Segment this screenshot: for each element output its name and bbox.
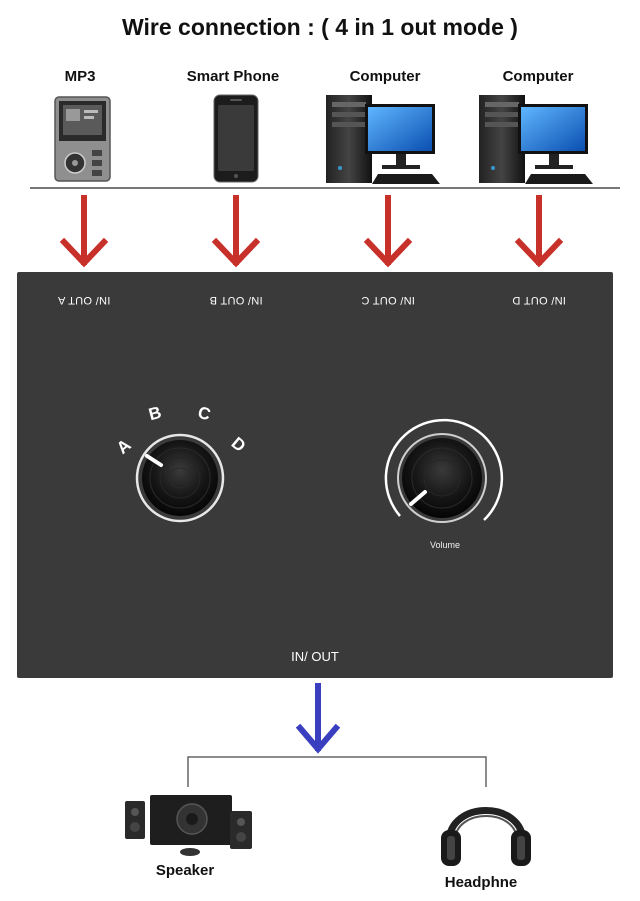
output-arrow: [295, 683, 341, 754]
computer-icon: [326, 95, 440, 184]
output-label-headphone: Headphne: [444, 874, 518, 891]
output-connector: [187, 756, 487, 787]
volume-knob[interactable]: [384, 418, 504, 523]
source-label-computer-1: Computer: [349, 68, 421, 85]
computer-icon: [479, 95, 593, 184]
input-arrow: [363, 195, 413, 268]
volume-scale-arc: [384, 418, 504, 521]
divider-line: [30, 187, 620, 189]
output-label-speaker: Speaker: [155, 862, 215, 879]
source-label-computer-2: Computer: [502, 68, 574, 85]
diagram-title: Wire connection : ( 4 in 1 out mode ): [122, 14, 518, 40]
source-label-phone: Smart Phone: [186, 68, 280, 85]
input-arrow: [211, 195, 261, 268]
volume-label: Volume: [429, 540, 461, 550]
output-port-label: IN/ OUT: [291, 649, 339, 664]
selector-indicator: [145, 454, 163, 467]
speaker-icon: [125, 795, 252, 856]
smartphone-icon: [213, 94, 259, 183]
input-arrow: [59, 195, 109, 268]
selector-knob[interactable]: [135, 433, 225, 523]
input-arrow: [514, 195, 564, 268]
source-label-mp3: MP3: [64, 68, 96, 85]
volume-indicator: [409, 490, 427, 506]
mp3-player-icon: [54, 96, 111, 182]
switch-panel: [17, 272, 613, 678]
headphone-icon: [441, 807, 531, 866]
